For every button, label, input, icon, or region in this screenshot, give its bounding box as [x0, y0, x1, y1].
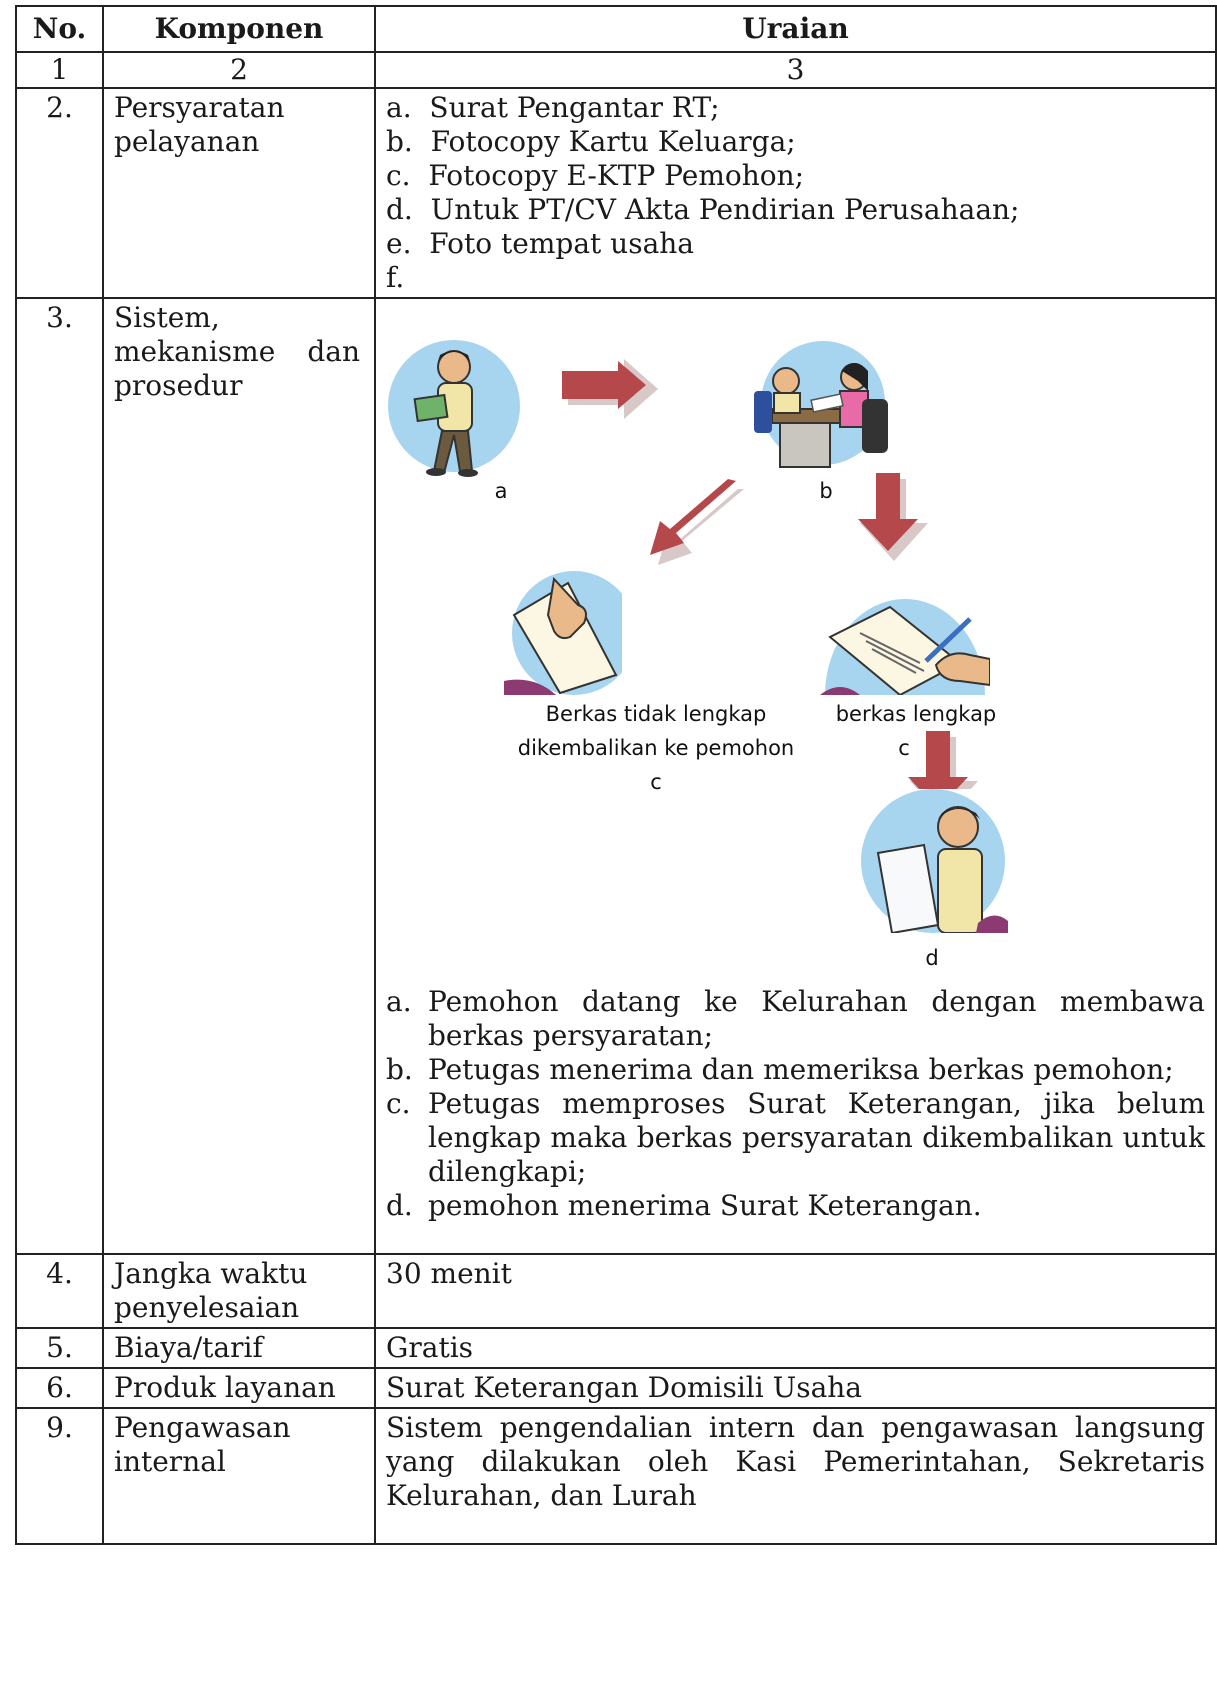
applicant-walking-illustration: [388, 331, 520, 481]
table-row: 3. Sistem, mekanisme dan prosedur: [15, 297, 1217, 1255]
step-text: pemohon menerima Surat Keterangan.: [428, 1189, 982, 1222]
procedure-cell: a b: [374, 297, 1217, 1255]
list-item: e. Foto tempat usaha: [386, 227, 694, 260]
numbering-row: 1 2 3: [15, 51, 1217, 89]
procedure-flow-diagram: a b: [386, 301, 1205, 985]
list-item: a. Surat Pengantar RT;: [386, 91, 720, 124]
list-item: c. Fotocopy E-KTP Pemohon;: [386, 159, 805, 192]
step-letter: b.: [386, 1053, 413, 1086]
row-number: 9.: [15, 1407, 104, 1545]
row-description: Gratis: [374, 1327, 1217, 1369]
row-component: Persyaratan pelayanan: [102, 87, 376, 299]
list-item: b. Fotocopy Kartu Keluarga;: [386, 125, 796, 158]
numbering-cell: 1: [15, 51, 104, 89]
step-label-d: d: [925, 946, 939, 970]
numbering-cell: 2: [102, 51, 376, 89]
header-row: No. Komponen Uraian: [15, 5, 1217, 53]
numbering-cell: 3: [374, 51, 1217, 89]
step-text: Pemohon datang ke Kelurahan dengan memba…: [428, 985, 1205, 1052]
row-number: 3.: [15, 297, 104, 1255]
incomplete-caption-line1: Berkas tidak lengkap: [545, 702, 767, 726]
requirements-list: a. Surat Pengantar RT; b. Fotocopy Kartu…: [374, 87, 1217, 299]
header-komponen: Komponen: [102, 5, 376, 53]
step-letter: a.: [386, 985, 412, 1018]
arrow-right-icon: [562, 359, 658, 419]
returned-document-illustration: [504, 571, 622, 695]
table-row: 2. Persyaratan pelayanan a. Surat Pengan…: [15, 87, 1217, 299]
procedure-step: a. Pemohon datang ke Kelurahan dengan me…: [386, 985, 1205, 1053]
table-row: 9. Pengawasan internal Sistem pengendali…: [15, 1407, 1217, 1545]
row-component: Sistem, mekanisme dan prosedur: [102, 297, 376, 1255]
table-row: 6. Produk layanan Surat Keterangan Domis…: [15, 1367, 1217, 1409]
row-number: 5.: [15, 1327, 104, 1369]
row-number: 6.: [15, 1367, 104, 1409]
step-label-b: b: [819, 479, 833, 503]
procedure-steps: a. Pemohon datang ke Kelurahan dengan me…: [386, 985, 1205, 1223]
header-uraian: Uraian: [374, 5, 1217, 53]
row-description: Surat Keterangan Domisili Usaha: [374, 1367, 1217, 1409]
applicant-receives-letter-illustration: [858, 789, 1008, 933]
step-text: Petugas menerima dan memeriksa berkas pe…: [428, 1053, 1174, 1086]
incomplete-caption-line2: dikembalikan ke pemohon: [517, 736, 795, 760]
procedure-step: b. Petugas menerima dan memeriksa berkas…: [386, 1053, 1205, 1087]
row-number: 2.: [15, 87, 104, 299]
row-component: Biaya/tarif: [102, 1327, 376, 1369]
signing-document-illustration: [820, 599, 990, 695]
header-no: No.: [15, 5, 104, 53]
table-row: 5. Biaya/tarif Gratis: [15, 1327, 1217, 1369]
row-component: Produk layanan: [102, 1367, 376, 1409]
row-number: 4.: [15, 1253, 104, 1329]
step-label-a: a: [494, 479, 508, 503]
arrow-down-icon: [858, 473, 928, 561]
procedure-step: c. Petugas memproses Surat Keterangan, j…: [386, 1087, 1205, 1189]
arrow-down-left-icon: [650, 479, 744, 565]
row-description: Sistem pengendalian intern dan pengawasa…: [374, 1407, 1217, 1545]
procedure-step: d. pemohon menerima Surat Keterangan.: [386, 1189, 1205, 1223]
table-row: 4. Jangka waktu penyelesaian 30 menit: [15, 1253, 1217, 1329]
service-standard-table: No. Komponen Uraian 1 2 3 2. Persyaratan…: [15, 5, 1217, 1545]
row-component: Pengawasan internal: [102, 1407, 376, 1545]
list-item: d. Untuk PT/CV Akta Pendirian Perusahaan…: [386, 193, 1020, 226]
officer-desk-illustration: [750, 341, 896, 471]
step-letter: c.: [386, 1087, 411, 1120]
step-text: Petugas memproses Surat Keterangan, jika…: [428, 1087, 1205, 1188]
step-label-c-right: c: [898, 736, 910, 760]
step-label-c-left: c: [650, 770, 662, 794]
document: No. Komponen Uraian 1 2 3 2. Persyaratan…: [15, 5, 1217, 1703]
row-component: Jangka waktu penyelesaian: [102, 1253, 376, 1329]
row-description: 30 menit: [374, 1253, 1217, 1329]
complete-caption: berkas lengkap: [835, 702, 997, 726]
step-letter: d.: [386, 1189, 413, 1222]
list-item: f.: [386, 261, 405, 294]
